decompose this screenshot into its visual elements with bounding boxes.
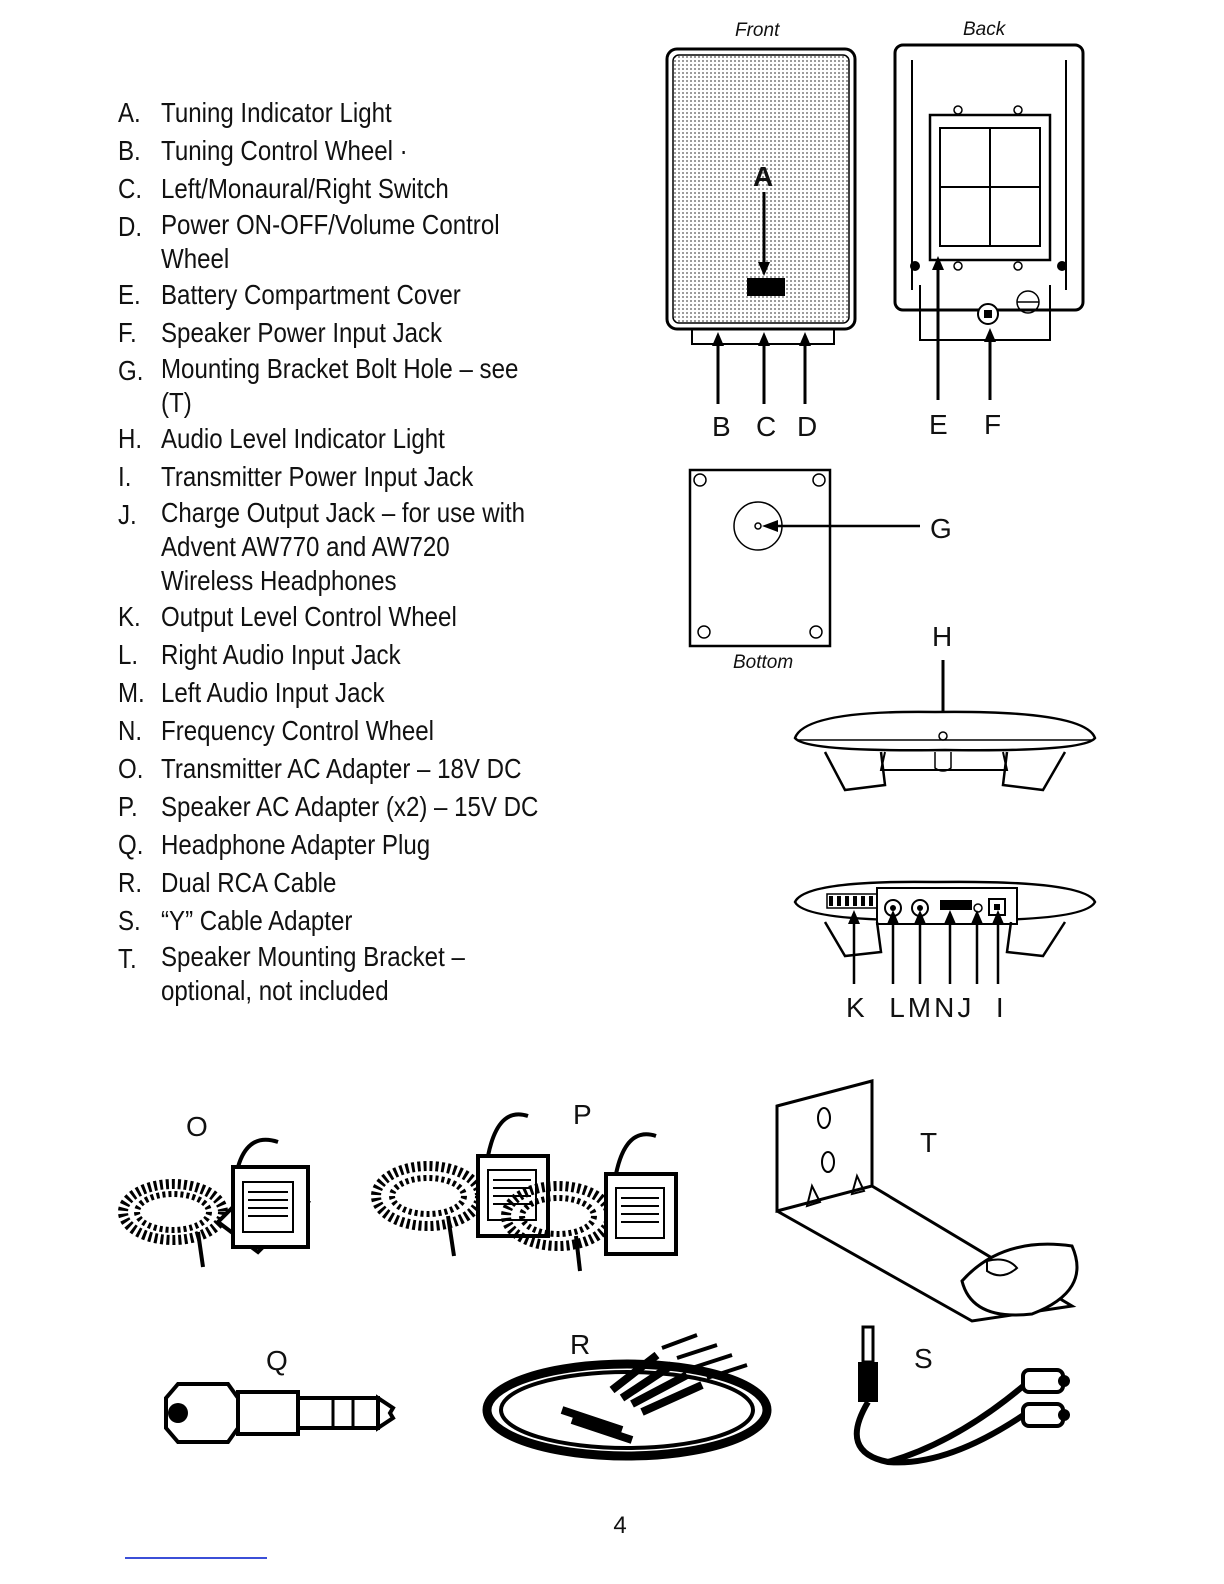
label-klmnji: K LMNJ I — [846, 992, 1007, 1023]
label-p: P — [573, 1099, 592, 1130]
label-e: E — [929, 409, 948, 440]
speaker-back-illustration — [893, 43, 1085, 400]
part-item: K.Output Level Control Wheel — [118, 601, 457, 632]
part-item: M.Left Audio Input Jack — [118, 677, 385, 708]
label-f: F — [984, 409, 1002, 440]
part-item: I.Transmitter Power Input Jack — [118, 461, 474, 492]
dual-rca-cable-illustration — [482, 1333, 772, 1461]
bottom-caption: Bottom — [733, 652, 794, 673]
part-item: H.Audio Level Indicator Light — [118, 423, 445, 454]
part-item: C.Left/Monaural/Right Switch — [118, 173, 449, 204]
speaker-adapters-illustration — [371, 1112, 678, 1272]
parts-list: A.Tuning Indicator Light B.Tuning Contro… — [118, 94, 618, 1008]
headphone-adapter-plug-illustration — [164, 1382, 396, 1444]
part-item: E.Battery Compartment Cover — [118, 279, 461, 310]
label-h: H — [932, 621, 953, 652]
label-q: Q — [266, 1345, 288, 1376]
front-caption: Front — [735, 20, 780, 41]
back-caption: Back — [963, 19, 1006, 40]
label-c: C — [756, 411, 777, 442]
part-item: N.Frequency Control Wheel — [118, 715, 435, 746]
label-r: R — [570, 1329, 591, 1360]
part-item: R.Dual RCA Cable — [118, 867, 337, 898]
speaker-front-illustration — [665, 47, 857, 404]
part-item: Q.Headphone Adapter Plug — [118, 829, 431, 860]
part-item: O.Transmitter AC Adapter – 18V DC — [118, 753, 522, 784]
label-s: S — [914, 1343, 933, 1374]
label-o: O — [186, 1111, 208, 1142]
part-item: G.Mounting Bracket Bolt Hole – see (T) — [118, 353, 519, 418]
footer-rule — [125, 1557, 267, 1559]
transmitter-adapter-illustration — [118, 1137, 312, 1268]
part-item: P.Speaker AC Adapter (x2) – 15V DC — [118, 791, 539, 822]
label-a: A — [753, 161, 774, 192]
transmitter-back-illustration — [793, 880, 1097, 984]
part-item: D.Power ON-OFF/Volume Control Wheel — [118, 209, 500, 274]
label-t: T — [920, 1127, 938, 1158]
speaker-bottom-illustration — [688, 468, 920, 648]
part-item: S.“Y” Cable Adapter — [118, 905, 353, 936]
y-cable-adapter-illustration — [853, 1325, 1070, 1466]
part-item: T.Speaker Mounting Bracket – optional, n… — [118, 941, 465, 1006]
label-g: G — [930, 513, 952, 544]
mounting-bracket-illustration — [775, 1079, 1079, 1323]
label-d: D — [797, 411, 818, 442]
part-item: F.Speaker Power Input Jack — [118, 317, 443, 348]
part-item: A.Tuning Indicator Light — [118, 97, 392, 128]
transmitter-illustration — [793, 660, 1097, 792]
part-item: B.Tuning Control Wheel · — [118, 135, 408, 166]
page-number: 4 — [613, 1512, 627, 1539]
label-b: B — [712, 411, 731, 442]
part-item: J.Charge Output Jack – for use with Adve… — [118, 497, 526, 596]
part-item: L.Right Audio Input Jack — [118, 639, 401, 670]
